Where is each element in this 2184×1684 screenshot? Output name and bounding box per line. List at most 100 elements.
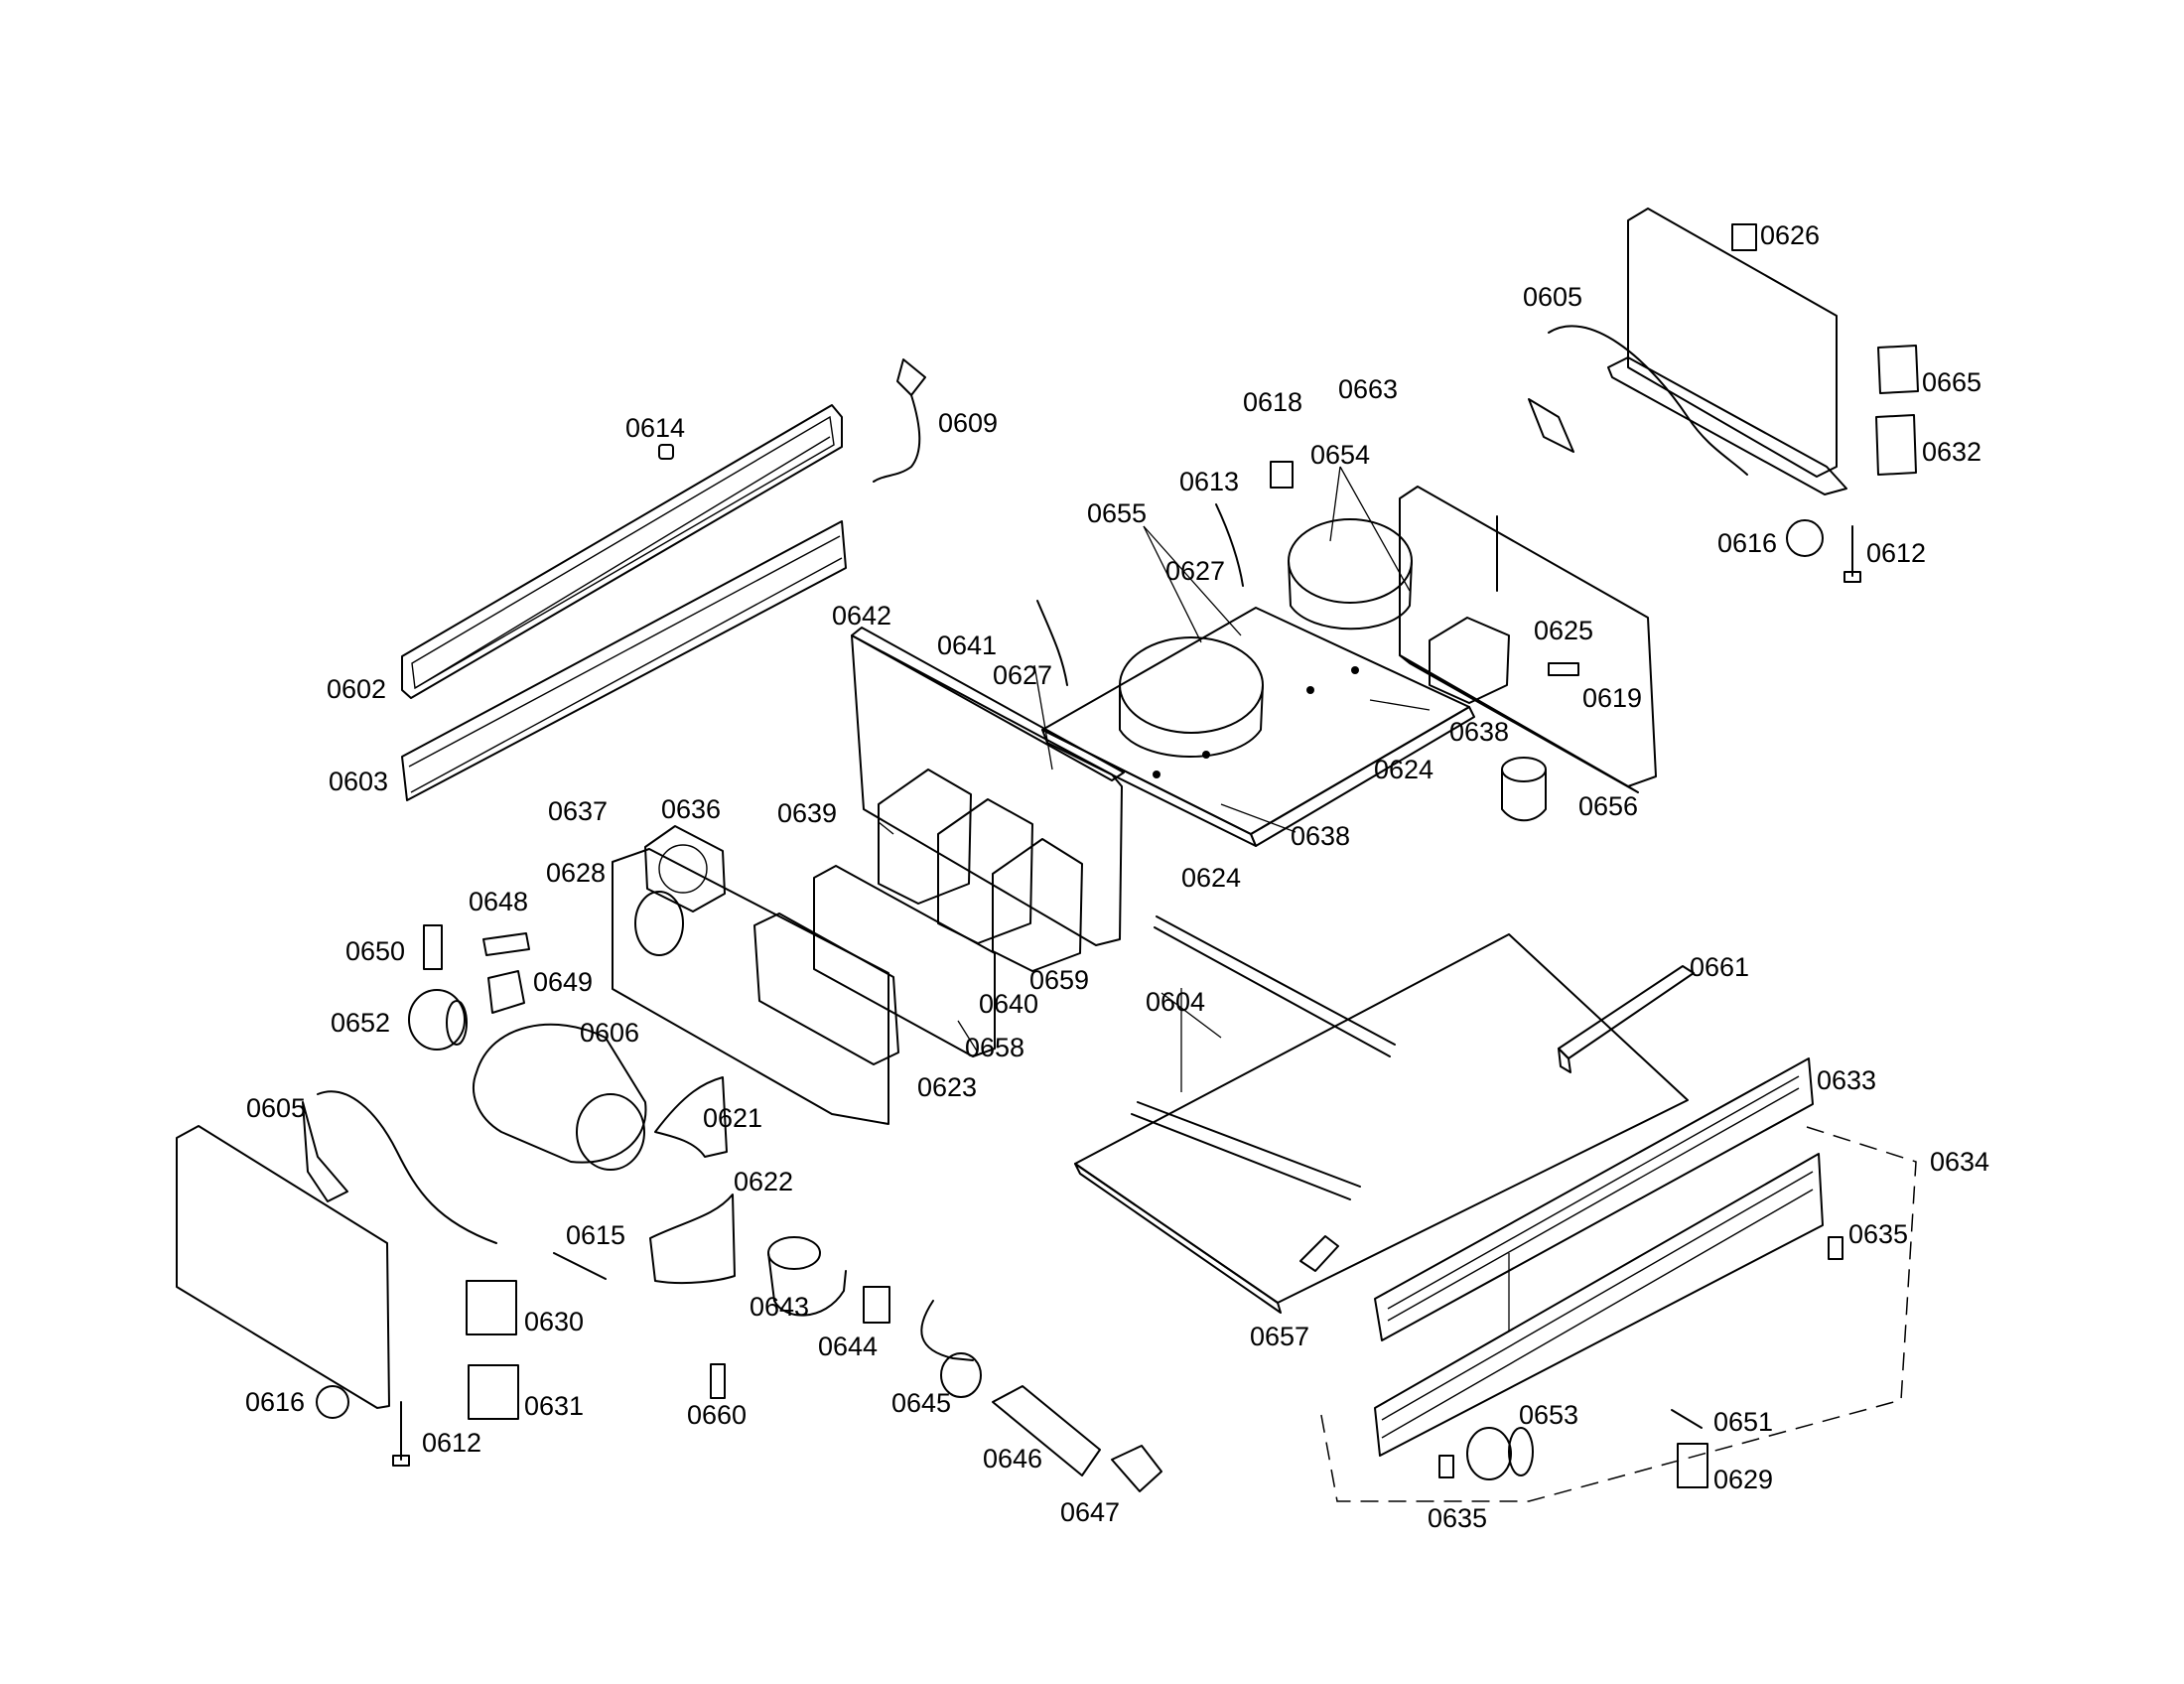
part-label: 0630 [524,1307,584,1336]
brackets-0648-0650 [423,924,530,1014]
part-label: 0618 [1243,387,1302,417]
filter-0646 [992,1385,1162,1492]
clip-0618 [1270,461,1294,489]
part-label: 0627 [1165,556,1225,586]
part-label: 0665 [1922,367,1981,397]
part-label: 0616 [1717,528,1777,558]
control-board-0623 [753,865,996,1065]
part-label: 0632 [1922,437,1981,467]
spring-0660 [710,1363,726,1399]
part-label: 0650 [345,936,405,966]
part-label: 0643 [750,1292,809,1322]
part-label: 0634 [1930,1147,1989,1177]
part-label: 0641 [937,631,997,660]
part-label: 0663 [1338,374,1398,404]
relay-modules-0639 [878,769,1083,972]
part-label: 0606 [580,1018,639,1048]
part-label: 0633 [1817,1065,1876,1095]
blower-0606 [473,1023,647,1171]
part-label: 0624 [1181,863,1241,893]
part-label: 0623 [917,1072,977,1102]
leader-lines [878,466,1510,1331]
part-label: 0605 [246,1093,306,1123]
part-label: 0645 [891,1388,951,1418]
valve-0644 [863,1286,890,1324]
bracket-0621 [654,1076,728,1158]
panel-0602 [401,404,843,699]
part-label: 0612 [1866,538,1926,568]
part-label: 0627 [993,660,1052,690]
compressor-0654 [1288,518,1413,631]
part-label: 0612 [422,1428,481,1458]
power-cord-0609 [873,358,926,483]
part-label: 0642 [832,601,891,631]
part-label: 0619 [1582,683,1642,713]
cover-0630 [466,1280,517,1335]
part-label: 0648 [469,887,528,916]
pin-0651 [1671,1409,1703,1429]
part-label: 0659 [1029,965,1089,995]
part-label: 0653 [1519,1400,1578,1430]
side-panel-lower [176,1090,497,1409]
part-label: 0624 [1374,755,1433,784]
part-label: 0652 [331,1008,390,1038]
clip-0657 [1299,1235,1339,1272]
part-label: 0613 [1179,467,1239,496]
part-label: 0661 [1690,952,1749,982]
part-label: 0654 [1310,440,1370,470]
part-label: 0649 [533,967,593,997]
part-label: 0646 [983,1444,1042,1474]
part-label: 0616 [245,1387,305,1417]
part-label: 0609 [938,408,998,438]
part-label: 0638 [1291,821,1350,851]
part-label: 0660 [687,1400,747,1430]
cover-0631 [468,1364,519,1420]
connector-0619 [1548,662,1579,676]
part-label: 0604 [1146,987,1205,1017]
part-label: 0631 [524,1391,584,1421]
part-label: 0644 [818,1332,878,1361]
grille-assembly-0634 [1319,1126,1917,1502]
fan-0636 [644,825,726,912]
part-label: 0635 [1848,1219,1908,1249]
part-labels: 0626 0605 0665 0632 0616 0612 0663 0618 … [245,220,1989,1533]
part-label: 0614 [625,413,685,443]
part-label: 0658 [965,1033,1024,1062]
solenoid-0645 [920,1300,982,1398]
part-label: 0615 [566,1220,625,1250]
part-label: 0621 [703,1103,762,1133]
part-label: 0628 [546,858,606,888]
clip-0635-upper [1828,1236,1843,1260]
part-label: 0647 [1060,1497,1120,1527]
part-label: 0637 [548,796,608,826]
panel-upper-right [1528,208,1919,495]
knob-0653 [1466,1427,1534,1480]
part-label: 0626 [1760,220,1820,250]
grille-0633 [1374,1057,1814,1341]
part-label: 0655 [1087,498,1147,528]
part-label: 0638 [1449,717,1509,747]
bracket-0622 [649,1193,736,1285]
foot-lower [316,1385,410,1467]
part-label: 0605 [1523,282,1582,312]
capacitor-0652 [408,989,468,1051]
part-label: 0622 [734,1167,793,1196]
part-label: 0629 [1713,1465,1773,1494]
part-label: 0635 [1428,1503,1487,1533]
part-label: 0603 [329,767,388,796]
compressor-platform-0624 [1041,607,1475,847]
nut-0614 [658,444,674,460]
tube-0613-upper [1215,503,1244,587]
part-label: 0640 [979,989,1038,1019]
capacitor-0656 [1501,757,1547,822]
relay-box-0638 [1429,617,1510,704]
compressor-0655 [1119,636,1264,758]
wire-0615 [553,1252,607,1280]
part-label: 0625 [1534,616,1593,645]
panel-0663 [1399,486,1657,793]
part-label: 0651 [1713,1407,1773,1437]
base-tray-0661 [1074,915,1695,1314]
part-label: 0657 [1250,1322,1309,1351]
part-label: 0639 [777,798,837,828]
